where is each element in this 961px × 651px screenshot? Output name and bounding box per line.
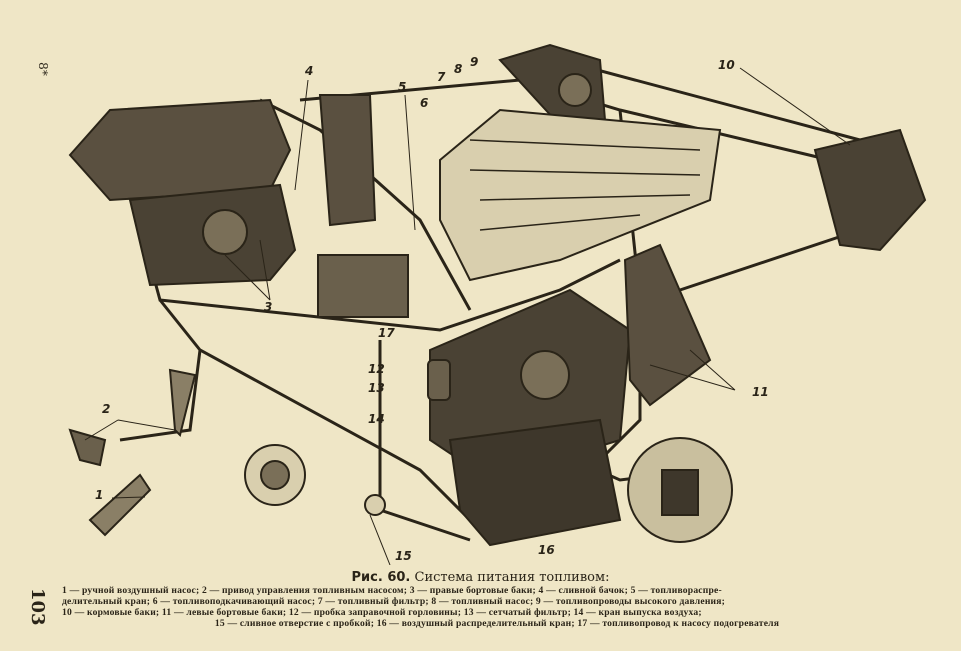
callout-9: 9: [470, 55, 479, 69]
callout-4: 4: [305, 64, 314, 78]
left-side-tank-lower: [448, 418, 622, 547]
fuel-system-diagram: [68, 43, 927, 565]
callout-3: 3: [264, 300, 273, 314]
stern-tank-right: [813, 128, 927, 252]
legend-line: 10 — кормовые баки; 11 — левые бортовые …: [62, 607, 702, 618]
figure-caption-title: Рис. 60. Система питания топливом:: [0, 570, 961, 585]
hand-air-pump: [88, 473, 152, 537]
figure-legend: 1 — ручной воздушный насос; 2 — привод у…: [62, 585, 932, 629]
callout-6: 6: [420, 96, 429, 110]
callout-14: 14: [368, 412, 385, 426]
legend-line: 1 — ручной воздушный насос; 2 — привод у…: [62, 585, 722, 596]
callout-12: 12: [368, 362, 385, 376]
callout-8: 8: [454, 62, 463, 76]
left-side-tank-rear: [623, 243, 712, 407]
callout-15: 15: [395, 549, 412, 563]
callout-2: 2: [102, 402, 111, 416]
callout-13: 13: [368, 381, 385, 395]
legend-line: 15 — сливное отверстие с пробкой; 16 — в…: [214, 618, 780, 629]
callout-11: 11: [752, 385, 769, 399]
signature-mark: 8*: [35, 62, 50, 76]
drain-tank: [318, 94, 377, 227]
pump-control-lever: [168, 368, 197, 437]
legend-line: делительный кран; 6 — топливоподкачивающ…: [62, 596, 726, 607]
page-number: 103: [27, 588, 48, 626]
callout-10: 10: [718, 58, 735, 72]
right-side-tank-upper: [68, 98, 292, 202]
figure-title: Система питания топливом:: [414, 570, 610, 585]
figure-label: Рис. 60.: [351, 570, 411, 585]
callout-16: 16: [538, 543, 555, 557]
callout-5: 5: [398, 80, 407, 94]
callout-1: 1: [95, 488, 104, 502]
callout-17: 17: [378, 326, 395, 340]
leader-lines: [84, 67, 851, 565]
distribution-valve: [317, 254, 409, 318]
air-bleed-valve: [364, 494, 386, 516]
engine: [439, 108, 722, 282]
filler-cap: [427, 359, 451, 401]
callout-7: 7: [437, 70, 446, 84]
